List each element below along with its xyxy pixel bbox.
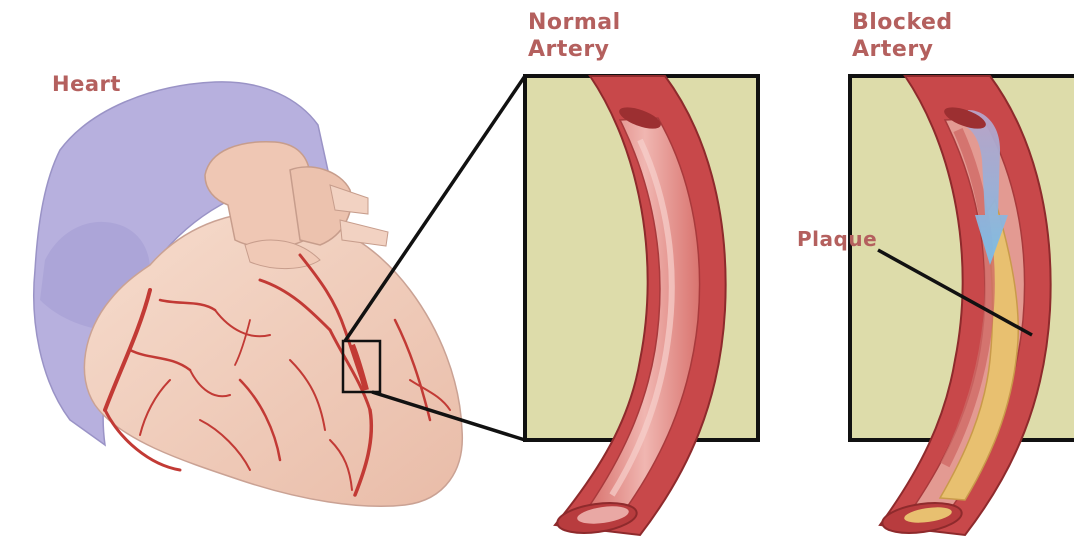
heart-illustration bbox=[34, 82, 463, 506]
normal-artery-panel bbox=[525, 76, 758, 537]
normal-artery-label-line1: Normal bbox=[528, 9, 621, 36]
heart-label: Heart bbox=[52, 71, 121, 98]
blocked-artery-label: Blocked Artery bbox=[852, 9, 953, 63]
blocked-artery-label-line1: Blocked bbox=[852, 9, 953, 36]
blocked-artery-panel bbox=[850, 76, 1074, 537]
normal-artery-label-line2: Artery bbox=[528, 36, 621, 63]
blocked-artery-label-line2: Artery bbox=[852, 36, 953, 63]
zoom-line-top bbox=[345, 76, 525, 341]
plaque-label: Plaque bbox=[797, 226, 877, 253]
normal-artery-label: Normal Artery bbox=[528, 9, 621, 63]
